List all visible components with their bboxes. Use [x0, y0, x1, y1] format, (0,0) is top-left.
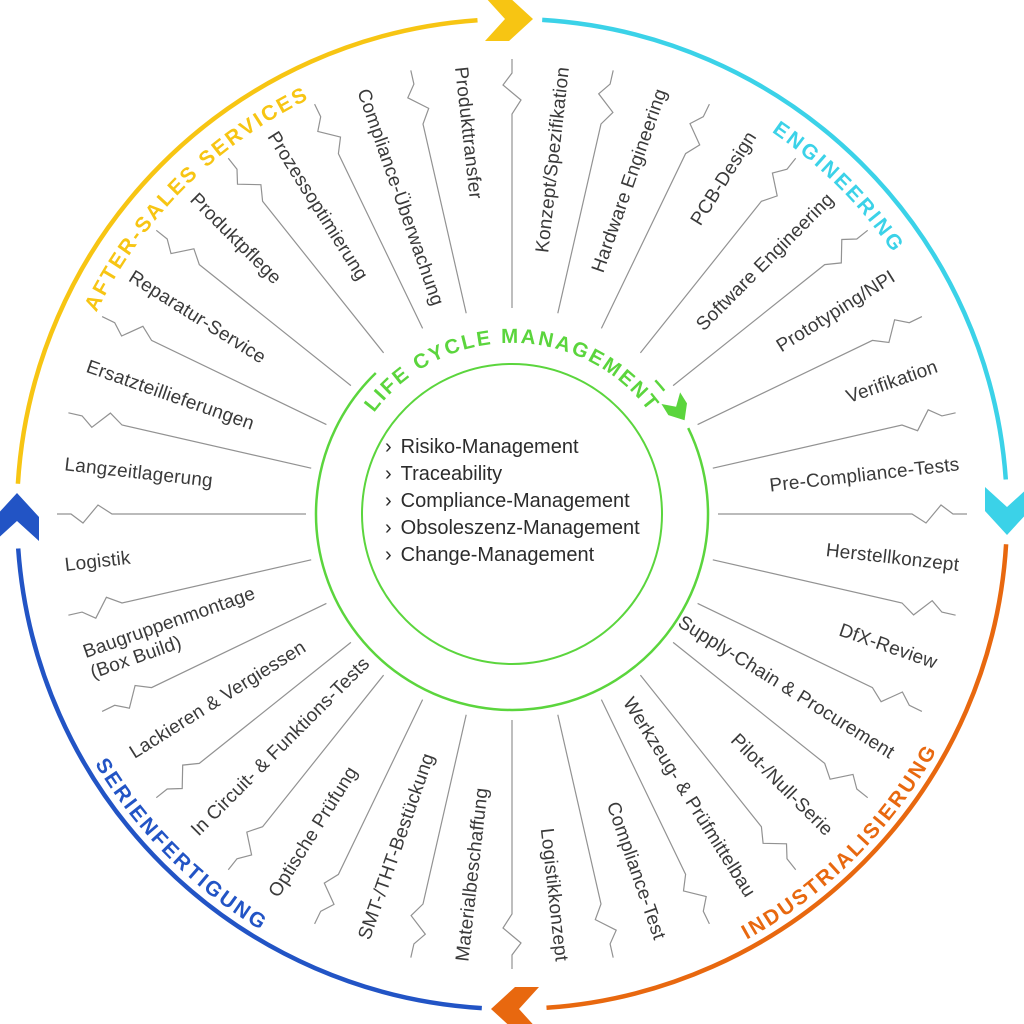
spoke-label-produkttransfer: Produkttransfer [450, 66, 486, 201]
arc-engineering [542, 17, 1009, 480]
arc-industrialisierung [546, 544, 1009, 1011]
spoke-label-verifikation: Verifikation [844, 357, 941, 408]
center-inner-circle [361, 363, 663, 665]
spoke-line [600, 699, 710, 925]
arrow-after-sales-services [485, 0, 533, 41]
spoke-label-logistikkonzept: Logistikkonzept [536, 827, 572, 963]
spoke-line [639, 157, 797, 354]
spoke-label-materialbeschaffung: Materialbeschaffung [452, 787, 492, 963]
center-item: ›Risiko-Management [385, 436, 579, 458]
arrow-engineering [985, 487, 1024, 535]
spoke-line [712, 559, 956, 616]
spoke-line [600, 103, 710, 329]
spoke-label-pcb-design: PCB-Design [687, 128, 761, 229]
spoke-line [557, 714, 617, 958]
arc-after-sales-services [15, 17, 478, 484]
spokes [57, 59, 967, 969]
spoke-label-hardware-engineering: Hardware Engineering [588, 86, 672, 275]
spoke-line [68, 412, 312, 469]
spoke-label-herstellkonzept: Herstellkonzept [825, 540, 961, 576]
spoke-line [155, 229, 352, 387]
center-item: ›Change-Management [385, 544, 595, 566]
spoke-line [557, 70, 614, 314]
spoke-line [57, 504, 306, 524]
spoke-line [672, 641, 869, 799]
spoke-line [712, 409, 956, 469]
arrow-industrialisierung [491, 987, 539, 1024]
spoke-line [718, 504, 967, 524]
spoke-label-pilot-null-serie: Pilot-/Null-Serie [726, 730, 837, 841]
center: LIFE CYCLE MANAGEMENT›Risiko-Management›… [314, 325, 710, 712]
spoke-line [68, 559, 312, 619]
spoke-label-dfx-review: DfX-Review [836, 620, 940, 674]
spoke-label-prototyping-npi: Prototyping/NPI [773, 267, 899, 357]
center-ring-arc [314, 372, 710, 712]
spoke-line [155, 641, 352, 799]
spoke-line [227, 157, 385, 354]
bullet-chevron: › [385, 544, 392, 566]
center-item: ›Obsoleszenz-Management [385, 517, 640, 539]
spoke-line [672, 229, 869, 387]
spoke-line [502, 720, 522, 969]
spoke-line [314, 699, 424, 925]
spoke-line [697, 602, 923, 712]
center-title: LIFE CYCLE MANAGEMENT [360, 325, 664, 416]
center-item: ›Compliance-Management [385, 490, 630, 512]
spoke-label-logistik: Logistik [64, 548, 132, 576]
spoke-label-ersatzteillieferungen: Ersatzteillieferungen [83, 357, 256, 435]
arrow-serienfertigung [0, 493, 39, 541]
spoke-line [407, 70, 467, 314]
spoke-label-pre-compliance-tests: Pre-Compliance-Tests [768, 454, 960, 496]
spoke-label-konzept-spezifikation: Konzept/Spezifikation [532, 66, 574, 254]
spoke-line [410, 714, 467, 958]
spoke-label-in-circuit-funktions-tests: In Circuit- & Funktions-Tests [187, 653, 374, 840]
spoke-label-prozessoptimierung: Prozessoptimierung [263, 128, 372, 284]
center-ring-arc-short [654, 379, 666, 392]
spoke-label-langzeitlagerung: Langzeitlagerung [63, 454, 213, 492]
bullet-chevron: › [385, 463, 392, 485]
spoke-line [639, 674, 797, 871]
spoke-line [101, 602, 327, 712]
spoke-label-optische-pr-fung: Optische Prüfung [265, 763, 363, 901]
center-item: ›Traceability [385, 463, 502, 485]
spoke-line [697, 316, 923, 426]
center-ring-arrow [661, 392, 687, 421]
bullet-chevron: › [385, 517, 392, 539]
spoke-label-reparatur-service: Reparatur-Service [125, 267, 270, 369]
bullet-chevron: › [385, 490, 392, 512]
arc-serienfertigung [15, 548, 482, 1011]
bullet-chevron: › [385, 436, 392, 458]
spoke-label-smt-tht-best-ckung: SMT-/THT-Bestückung [355, 751, 440, 943]
spoke-label-produktpflege: Produktpflege [186, 189, 286, 289]
spoke-line [314, 103, 424, 329]
spoke-line [227, 674, 385, 871]
spoke-line [101, 316, 327, 426]
spoke-line [502, 59, 522, 308]
